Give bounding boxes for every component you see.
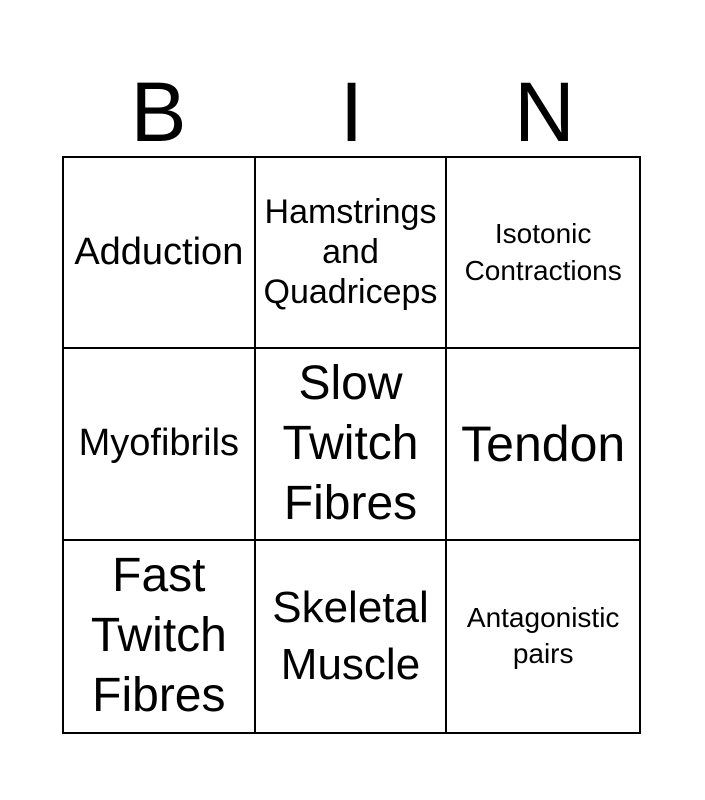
bingo-grid: Adduction Hamstrings and Quadriceps Isot… bbox=[62, 156, 641, 734]
column-letter-b-text: B bbox=[130, 65, 187, 159]
column-letter-i: I bbox=[255, 70, 448, 156]
column-letter-n-text: N bbox=[514, 65, 575, 159]
bingo-cell-adduction[interactable]: Adduction bbox=[64, 158, 256, 350]
bingo-cell-myofibrils[interactable]: Myofibrils bbox=[64, 349, 256, 541]
bingo-cell-tendon[interactable]: Tendon bbox=[447, 349, 639, 541]
column-letter-i-text: I bbox=[339, 65, 364, 159]
bingo-cell-skeletal-muscle[interactable]: Skeletal Muscle bbox=[255, 540, 448, 732]
bingo-cell-isotonic-contractions[interactable]: Isotonic Contractions bbox=[447, 158, 639, 350]
column-letter-b: B bbox=[62, 70, 255, 156]
column-letters-row: B I N bbox=[62, 0, 641, 156]
bingo-cell-hamstrings-quadriceps[interactable]: Hamstrings and Quadriceps bbox=[255, 158, 448, 350]
column-letter-n: N bbox=[448, 70, 641, 156]
bingo-card: B I N Adduction Hamstrings and Quadricep… bbox=[62, 0, 641, 734]
bingo-cell-slow-twitch-fibres[interactable]: Slow Twitch Fibres bbox=[255, 349, 448, 541]
bingo-cell-fast-twitch-fibres[interactable]: Fast Twitch Fibres bbox=[64, 540, 256, 732]
bingo-cell-antagonistic-pairs[interactable]: Antagonistic pairs bbox=[447, 540, 639, 732]
